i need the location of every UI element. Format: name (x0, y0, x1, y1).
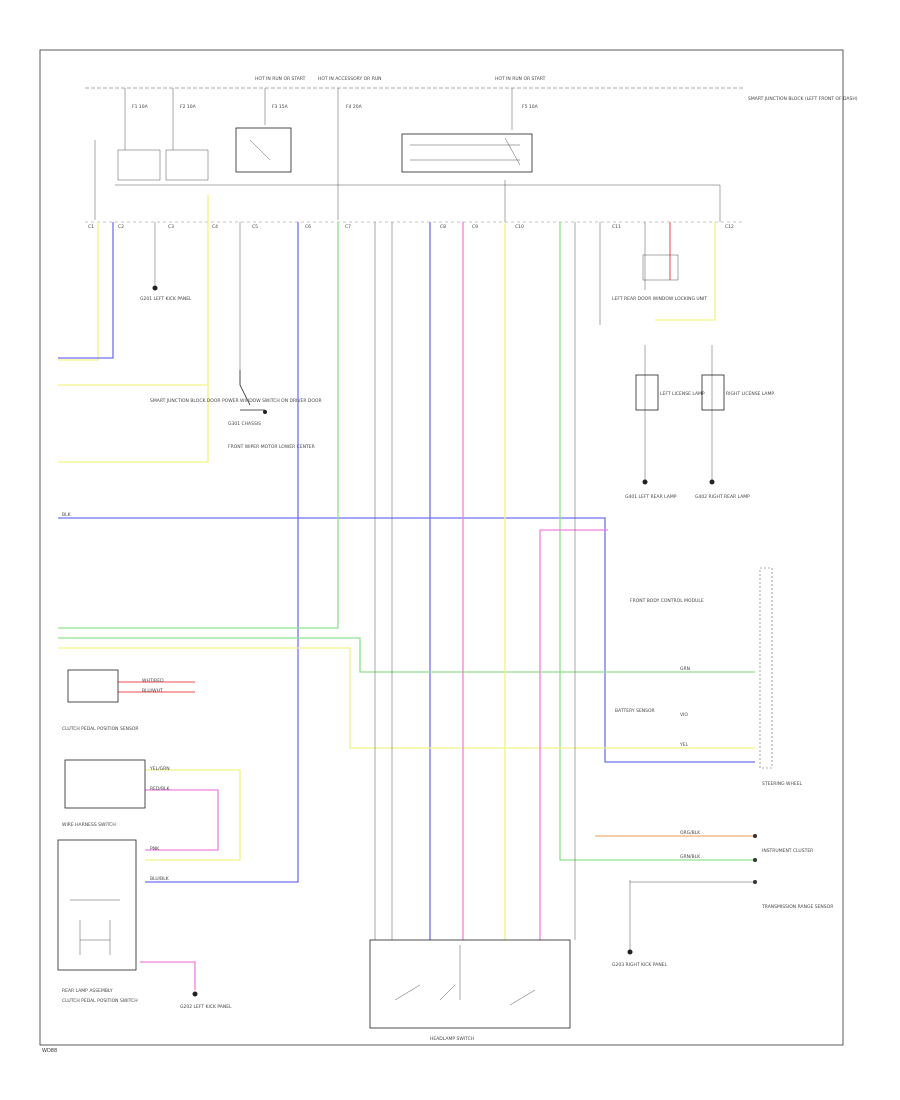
label-rear-lamp-assembly: REAR LAMP ASSEMBLY (62, 988, 113, 994)
label-door-power-window: SMART JUNCTION BLOCK DOOR POWER WINDOW S… (150, 398, 322, 404)
label-wire-switch: WIRE HARNESS SWITCH (62, 822, 116, 828)
pin-label-12: C12 (725, 224, 734, 230)
footer-code: WD88 (42, 1048, 57, 1054)
wire-green-a (58, 222, 339, 629)
label-hot-accessory: HOT IN ACCESSORY OR RUN (318, 76, 382, 82)
lamp-box-right (701, 374, 725, 411)
wire-yellow-left-c (58, 385, 209, 463)
connector-block-right (759, 567, 773, 769)
fuse-label-3: F3 15A (272, 104, 289, 110)
wire-blue-long (58, 517, 755, 763)
box-wire-switch (64, 759, 146, 809)
wire-pink-ground (140, 961, 196, 990)
label-lamp-left: LEFT LICENSE LAMP (660, 391, 705, 397)
box-combo-switch (369, 939, 571, 1029)
label-relay-box: LEFT REAR DOOR WINDOW LOCKING UNIT (612, 296, 707, 302)
wire-tag-7: BLK (62, 512, 72, 518)
right-bottom-connectors (753, 834, 757, 884)
diagram-border (39, 49, 844, 1046)
label-connector-note: BATTERY SENSOR (615, 708, 655, 714)
wire-green-b (58, 637, 755, 673)
wire-tag-6: RED/BLK (150, 786, 171, 792)
wire-yellow-right (655, 222, 716, 321)
wire-pink-bottom-left (145, 789, 219, 851)
pin-label-11: C11 (612, 224, 621, 230)
relay-box-a (235, 127, 292, 173)
fuse-label-4: F4 20A (346, 104, 363, 110)
fuse-label-1: F1 10A (132, 104, 149, 110)
pin-label-9: C9 (472, 224, 478, 230)
wire-tag-10: VIO (680, 712, 688, 718)
pin-label-3: C3 (168, 224, 174, 230)
wire-tag-5: PNK (150, 846, 160, 852)
relay-box-b (401, 133, 533, 173)
label-transmission: TRANSMISSION RANGE SENSOR (761, 904, 833, 910)
wire-yellow-left-a (58, 222, 99, 361)
label-connector-right: FRONT BODY CONTROL MODULE (630, 598, 704, 604)
wire-green-c (559, 222, 755, 861)
box-bottom-left-assembly (57, 839, 137, 971)
label-clutch-switch: CLUTCH PEDAL POSITION SENSOR (62, 726, 139, 732)
ground-symbols (152, 285, 715, 997)
fuse-label-5: F5 10A (522, 104, 539, 110)
pin-label-1: C1 (88, 224, 94, 230)
wire-pink-right (539, 529, 608, 940)
label-ground-left: G201 LEFT KICK PANEL (140, 296, 192, 302)
wire-tag-8: YEL/GRN (149, 766, 170, 772)
label-clutch-switch-bottom: CLUTCH PEDAL POSITION SWITCH (62, 998, 138, 1004)
wire-tag-11: BLU/BLK (150, 876, 170, 882)
pin-label-4: C4 (212, 224, 218, 230)
wire-tag-9: GRN/BLK (680, 854, 701, 860)
wire-tag-2: BLU/WHT (142, 688, 163, 694)
box-clutch-switch (67, 669, 119, 703)
wire-blue-vertical-mid (145, 222, 299, 883)
pin-label-2: C2 (118, 224, 124, 230)
label-connector-right-title: STEERING WHEEL (762, 781, 803, 787)
label-ground-right-b: G402 RIGHT REAR LAMP (695, 494, 750, 500)
wire-tag-4: YEL (679, 742, 689, 748)
wire-tag-1: WHT/RED (142, 678, 164, 684)
wire-yellow-left-b (58, 195, 209, 386)
switch-symbol-mid (239, 370, 265, 411)
label-fuse-box: SMART JUNCTION BLOCK (LEFT FRONT OF DASH… (748, 96, 858, 102)
pin-label-6: C6 (305, 224, 311, 230)
lamp-box-left (635, 374, 659, 411)
label-combo-switch: HEADLAMP SWITCH (430, 1036, 474, 1042)
wire-yellow-mid (58, 647, 755, 749)
wire-yellow-bottom-left (145, 769, 241, 861)
label-hot-run-start-left: HOT IN RUN OR START (255, 76, 306, 82)
label-lamp-right: RIGHT LICENSE LAMP (726, 391, 774, 397)
wire-blue-left (58, 222, 114, 359)
wire-tag-12: ORG/BLK (680, 830, 701, 836)
label-ground-right-a: G401 LEFT REAR LAMP (625, 494, 677, 500)
relay-small-top-right (642, 254, 679, 281)
label-bottom-ground-left: G202 LEFT KICK PANEL (180, 1004, 232, 1010)
pin-label-8: C8 (440, 224, 446, 230)
fuse-drops (94, 88, 513, 220)
black-wires (154, 222, 755, 950)
label-switch-mid: FRONT WIPER MOTOR LOWER CENTER (228, 444, 315, 450)
pin-label-7: C7 (345, 224, 351, 230)
pin-label-10: C10 (515, 224, 524, 230)
fuse-box-2 (165, 149, 209, 181)
fuse-label-2: F2 10A (180, 104, 197, 110)
wire-tag-3: GRN (680, 666, 690, 672)
pin-label-5: C5 (252, 224, 258, 230)
label-instrument-cluster: INSTRUMENT CLUSTER (762, 848, 813, 854)
label-hot-run-start-right: HOT IN RUN OR START (495, 76, 546, 82)
label-bottom-ground-right: G203 RIGHT KICK PANEL (612, 962, 668, 968)
label-ground-mid: G301 CHASSIS (228, 421, 261, 427)
fuse-box-1 (117, 149, 161, 181)
